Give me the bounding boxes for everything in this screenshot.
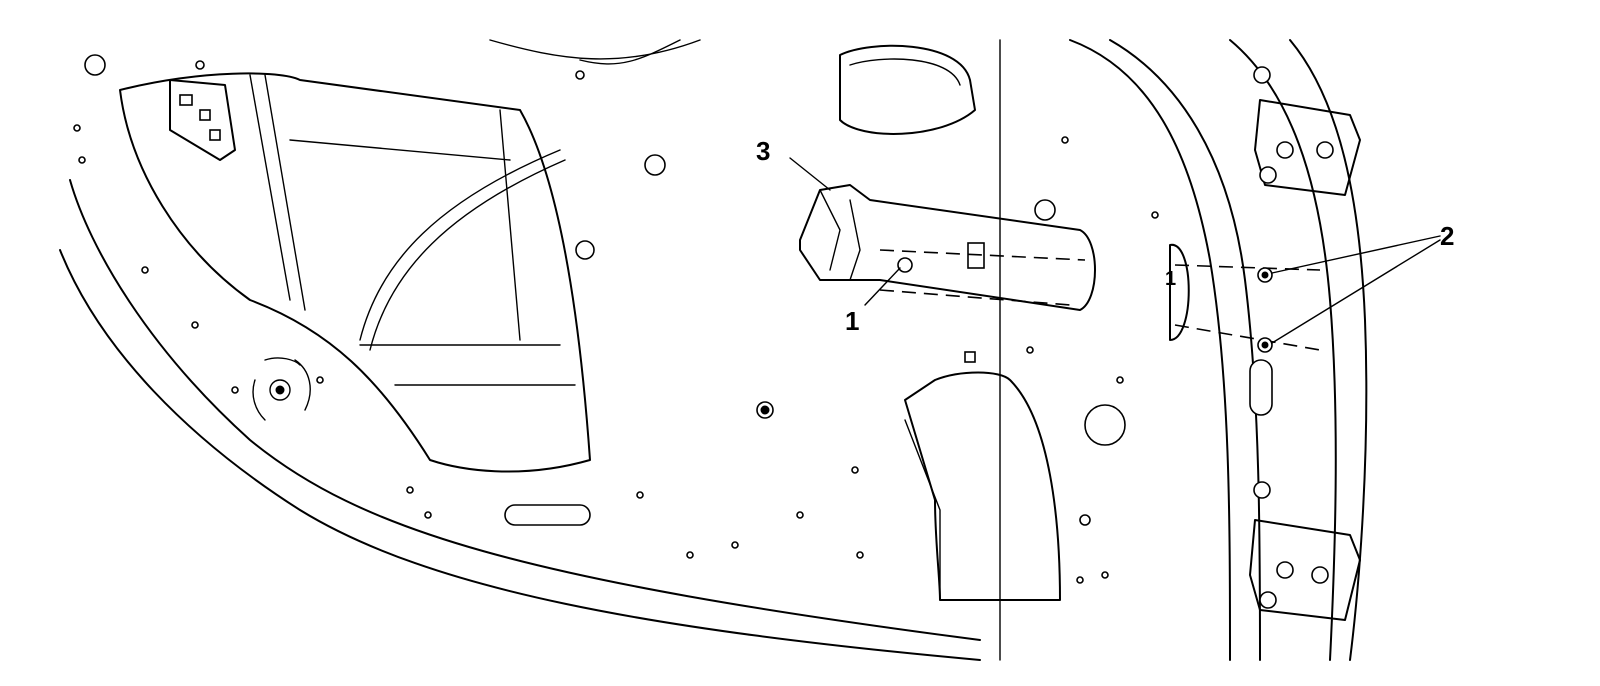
regulator-bracket xyxy=(84,54,236,161)
lower-hinge xyxy=(1249,481,1361,621)
upper-cutout xyxy=(839,44,976,135)
panel-slots xyxy=(504,243,1273,526)
pillar-marking: 1 xyxy=(1165,268,1176,290)
leader-lines xyxy=(789,157,1441,344)
lower-access-cutout xyxy=(904,351,1061,601)
pillar-nuts xyxy=(1257,267,1273,353)
panel-holes xyxy=(73,124,1159,584)
panel-fasteners xyxy=(575,70,774,419)
upper-hinge xyxy=(1253,66,1361,196)
latch-rod-assembly xyxy=(799,184,1321,351)
callout-1: 1 xyxy=(845,306,859,336)
callout-3: 3 xyxy=(756,136,770,166)
callout-2: 2 xyxy=(1440,221,1454,251)
speaker-mount xyxy=(252,357,311,421)
inner-door-panel xyxy=(119,72,591,473)
door-frame-outline xyxy=(59,39,1368,661)
